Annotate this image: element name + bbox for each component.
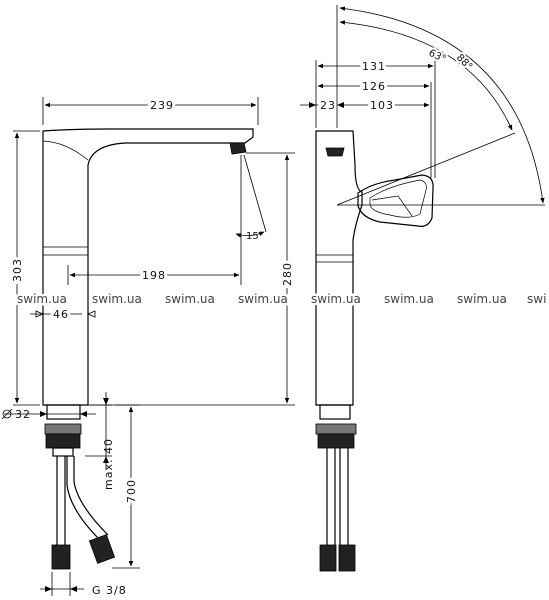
dim-23-arrows: [309, 102, 344, 108]
front-mount-stud: [52, 447, 74, 457]
side-hose-connector-right: [338, 544, 356, 572]
side-hoses: [326, 448, 349, 545]
dim-15-label: 15°: [246, 231, 264, 242]
watermark-text: swim.ua: [384, 292, 434, 306]
dim-g38-label: G 3/8: [92, 584, 127, 597]
side-hose-connector-left: [319, 544, 337, 572]
angle-63-label: 63°: [427, 48, 448, 65]
dim-103-label: 103: [370, 99, 394, 112]
front-aerator: [229, 142, 247, 155]
front-base-nut: [44, 423, 82, 435]
side-aerator: [325, 147, 345, 157]
diameter-symbol-circle: [2, 409, 12, 419]
watermark-row: swim.ua swim.ua swim.ua swim.ua swim.ua …: [15, 290, 549, 309]
front-base-thread: [45, 433, 81, 449]
front-hose-right: [66, 456, 109, 541]
dim-131-label: 131: [362, 60, 386, 73]
watermark-text: swim.ua: [311, 292, 361, 306]
dim-15-ray: [243, 154, 267, 233]
dim-15-arc: [235, 231, 265, 238]
front-hose-connector-right: [88, 534, 116, 564]
dim-198-label: 198: [142, 269, 166, 282]
side-lever-inner: [369, 179, 427, 218]
front-body-inner-line: [42, 140, 89, 161]
side-base-thread: [317, 433, 355, 449]
watermark-text: swim.ua: [165, 292, 215, 306]
watermark-text-partial: swi: [527, 292, 546, 306]
side-faucet-body: [315, 130, 363, 406]
front-hose-left: [56, 456, 66, 545]
dim-23-label: 23: [320, 99, 336, 112]
side-base-nut: [315, 423, 357, 435]
dim-700-label: 700: [125, 479, 138, 503]
dim-46-label: 46: [53, 308, 69, 321]
side-view: 23 103 126 131 63° 88°: [300, 5, 545, 572]
front-hose-connector-left: [51, 544, 71, 570]
dim-239-label: 239: [150, 99, 174, 112]
watermark-text: swim.ua: [92, 292, 142, 306]
front-view: 239 303 280 198 15° 46 32: [1, 96, 297, 597]
dim-303-label: 303: [11, 258, 24, 282]
side-lever-detail: [371, 195, 413, 217]
dim-g38-arrows: [45, 586, 77, 592]
angle-88-label: 88°: [454, 52, 474, 72]
dim-46-arrows: [35, 310, 96, 318]
dim-126-label: 126: [362, 80, 386, 93]
angle-88-arc: [339, 6, 545, 204]
watermark-text: swim.ua: [457, 292, 507, 306]
front-base-collar: [46, 404, 81, 420]
angle-63-ray: [336, 132, 516, 206]
diameter-symbol-slash: [1, 408, 13, 420]
dim-32-label: 32: [15, 408, 31, 421]
front-faucet-body: [42, 128, 254, 406]
watermark-text: swim.ua: [17, 292, 67, 306]
angle-63-arc: [339, 20, 513, 131]
side-lever-handle: [357, 174, 434, 227]
dim-280-label: 280: [281, 262, 294, 286]
dim-max40-label: max. 40: [102, 438, 115, 490]
side-base-collar: [319, 404, 351, 420]
watermark-text: swim.ua: [238, 292, 288, 306]
